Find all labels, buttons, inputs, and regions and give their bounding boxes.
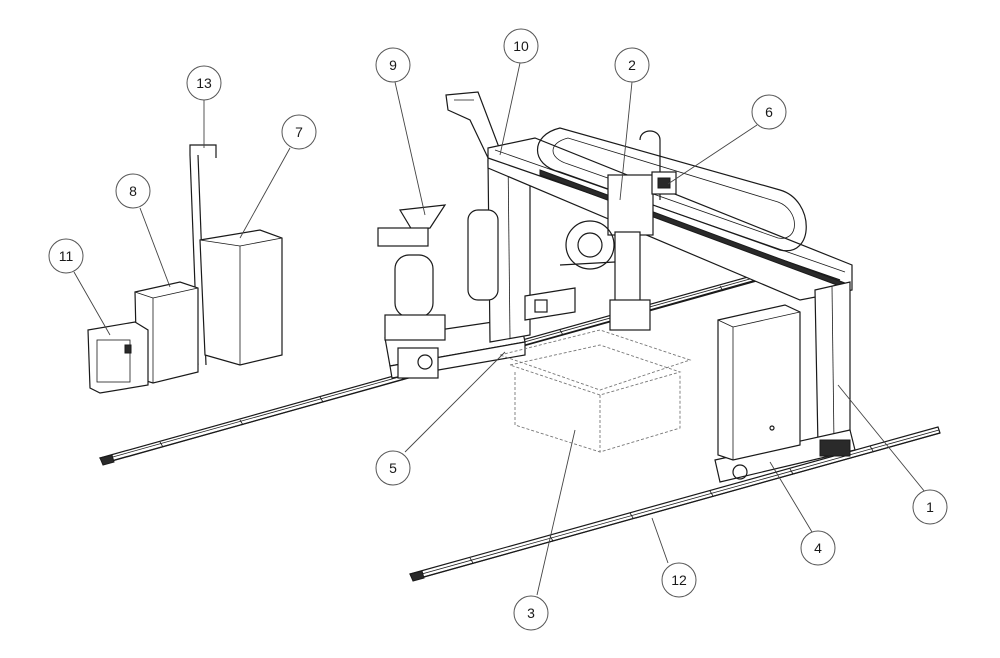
callout-9: 9 [375,47,411,83]
callout-8-label: 8 [129,183,137,199]
flux-hopper-and-tank [377,204,499,341]
callout-10-label: 10 [513,38,529,54]
power-source-cabinet [199,229,283,366]
callout-5: 5 [375,450,411,486]
callout-11: 11 [48,238,84,274]
callout-2-label: 2 [628,57,636,73]
callout-1: 1 [912,489,948,525]
cross-beam-motor [651,171,677,195]
callout-3: 3 [513,595,549,631]
callout-5-label: 5 [389,460,397,476]
gantry-leg-left [445,91,531,343]
callout-7-label: 7 [295,124,303,140]
callout-1-label: 1 [926,499,934,515]
callout-10: 10 [503,28,539,64]
callout-4: 4 [800,530,836,566]
callout-4-label: 4 [814,540,822,556]
leader-lines [73,62,926,596]
callout-11-label: 11 [59,248,74,264]
small-enclosure [87,321,149,394]
callout-3-label: 3 [527,605,535,621]
callout-12: 12 [661,562,697,598]
callout-6: 6 [751,94,787,130]
callout-2: 2 [614,47,650,83]
callout-6-label: 6 [765,104,773,120]
workpiece [498,329,692,453]
callout-12-label: 12 [671,572,687,588]
callout-13-label: 13 [196,75,212,91]
callout-9-label: 9 [389,57,397,73]
control-cabinet [717,304,801,461]
cable-chain [536,127,807,252]
right-base-carriage [714,429,856,483]
operator-control-panel [524,287,576,321]
welding-head-carriage [559,130,661,331]
callout-8: 8 [115,173,151,209]
gantry-leg-right [814,281,851,447]
callout-7: 7 [281,114,317,150]
callout-13: 13 [186,65,222,101]
rail-track-front [409,426,941,582]
